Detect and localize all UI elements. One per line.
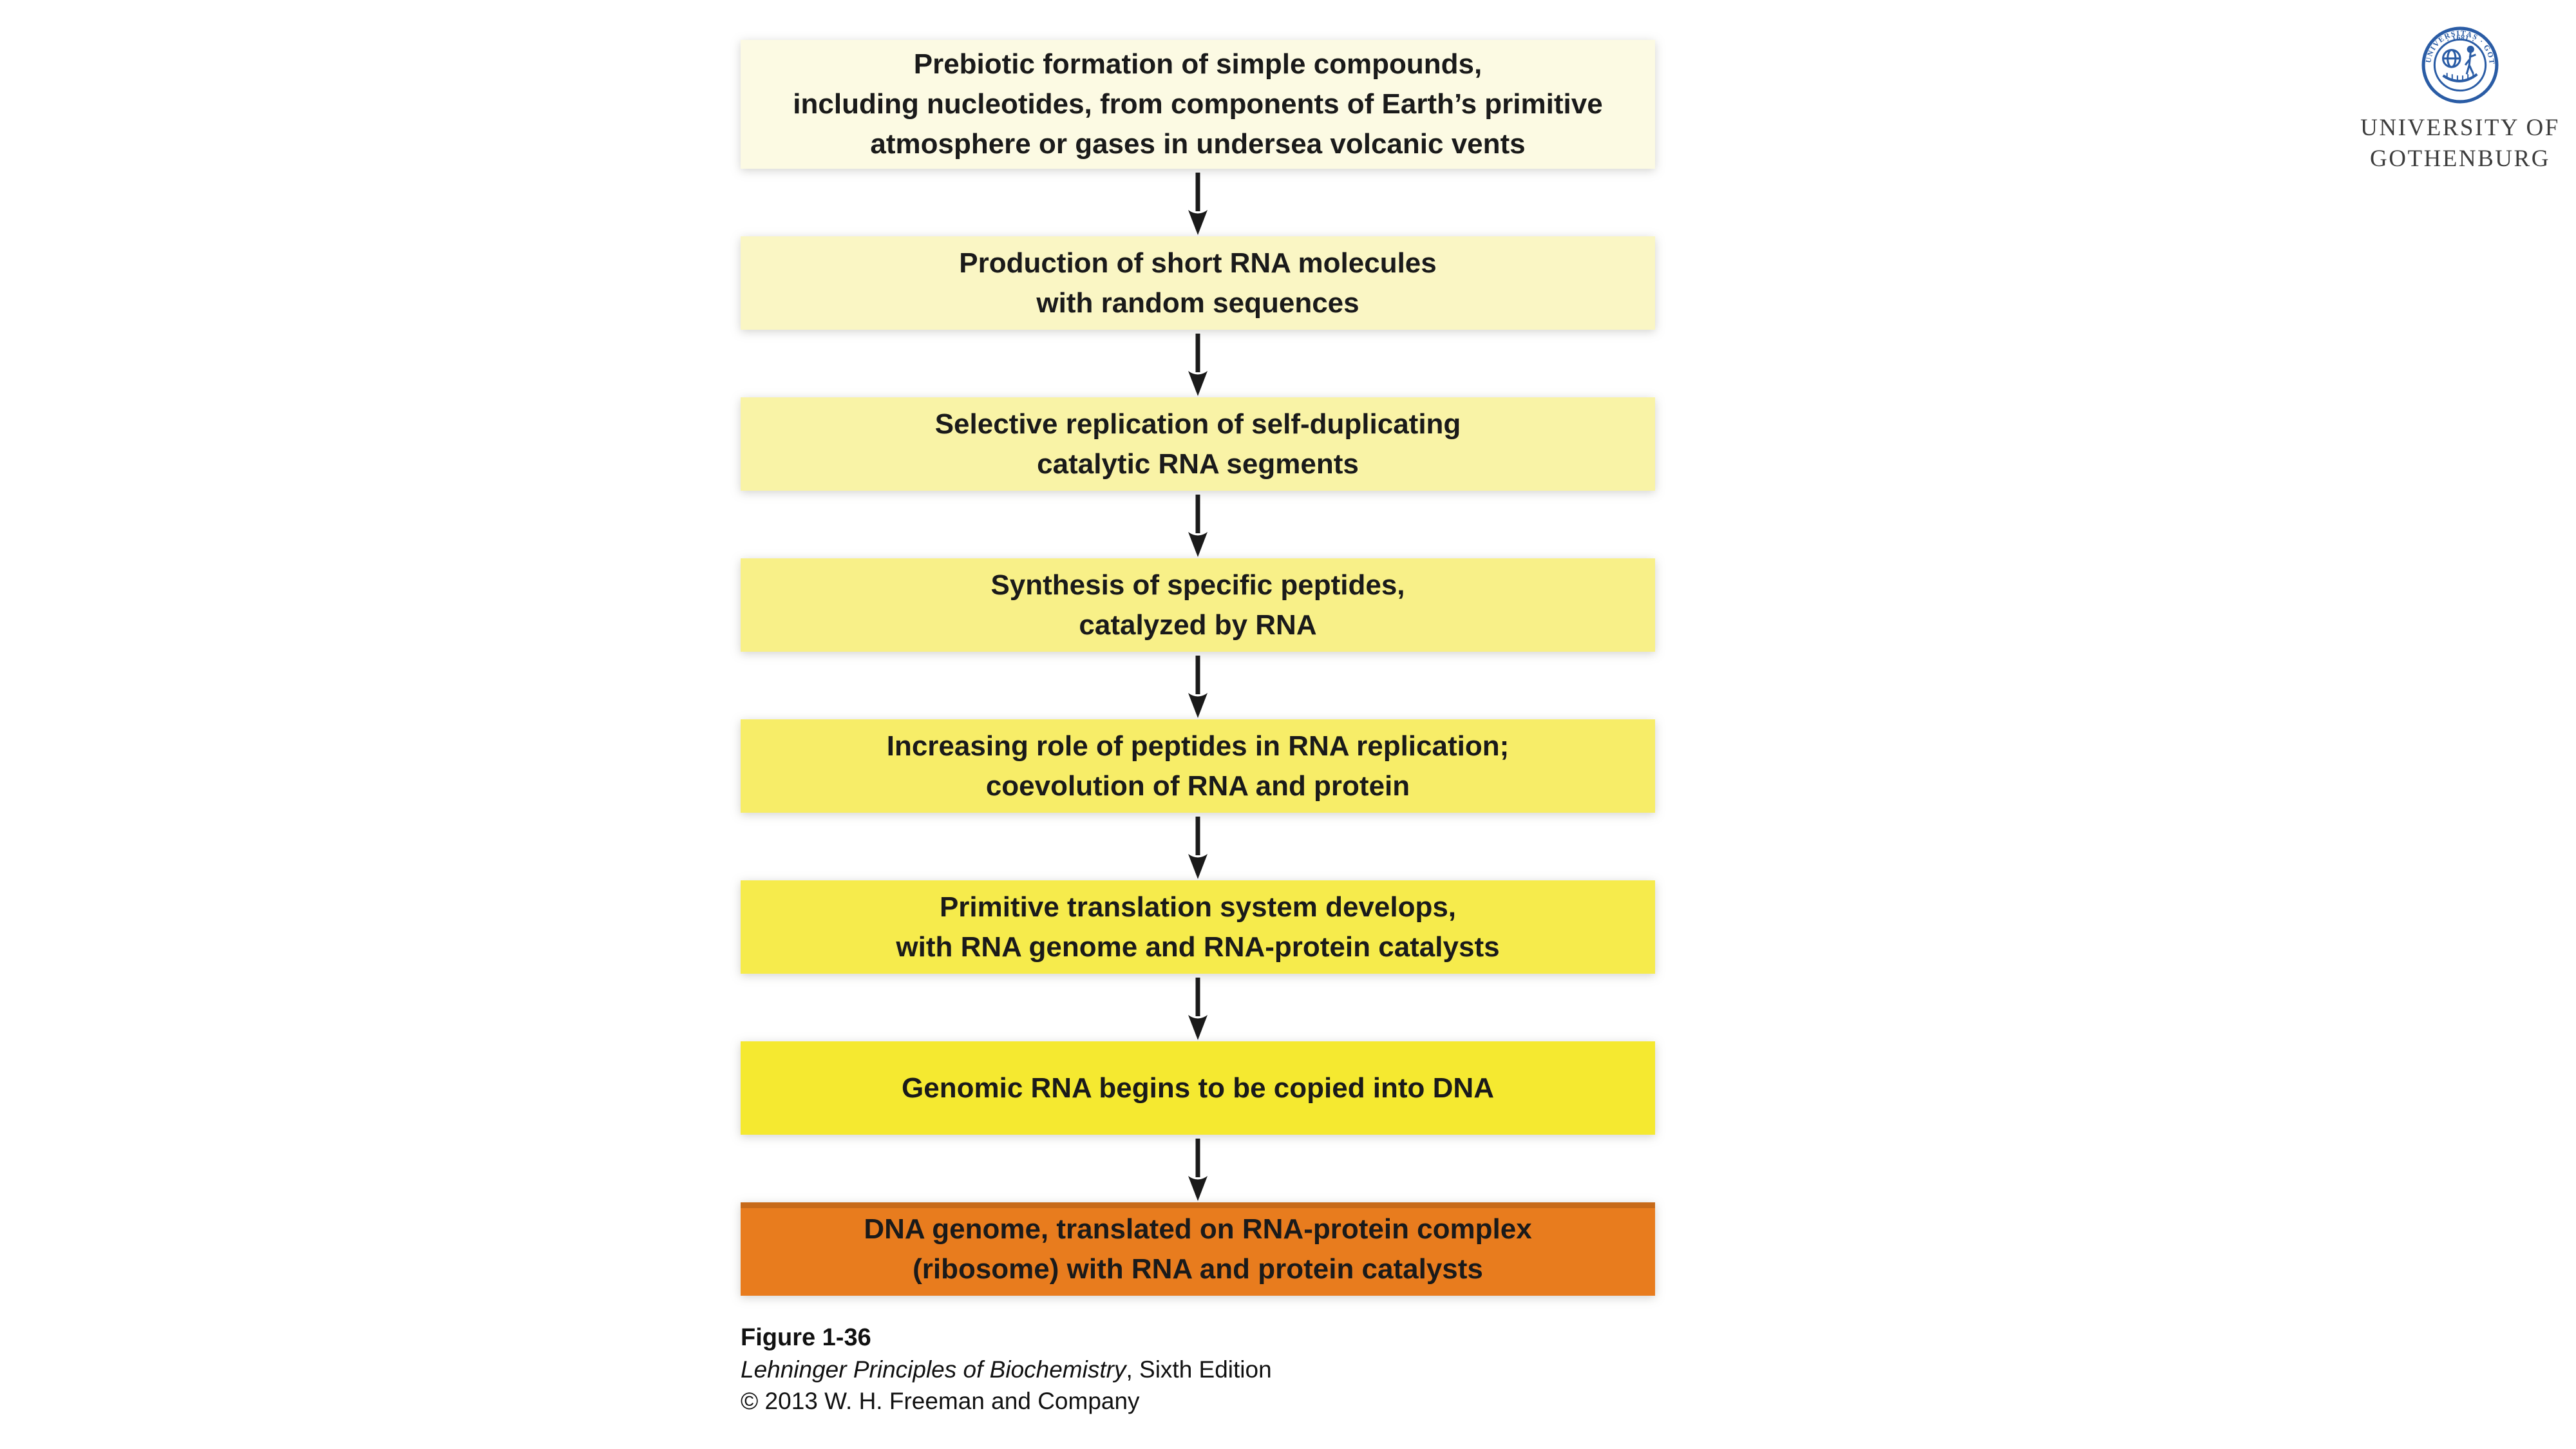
flow-step-4: Synthesis of specific peptides, catalyze… <box>741 558 1655 652</box>
down-arrow-icon <box>1188 334 1208 396</box>
flow-step-8: DNA genome, translated on RNA-protein co… <box>741 1202 1655 1296</box>
flowchart: Prebiotic formation of simple compounds,… <box>741 40 1655 1296</box>
seal-center-motif <box>2442 46 2478 82</box>
down-arrow-icon <box>1188 495 1208 557</box>
down-arrow-icon <box>1188 978 1208 1040</box>
flow-step-5-text: Increasing role of peptides in RNA repli… <box>886 730 1510 802</box>
flow-step-3-text: Selective replication of self-duplicatin… <box>934 408 1461 480</box>
figure-caption: Figure 1-36 Lehninger Principles of Bioc… <box>741 1321 1272 1417</box>
flow-step-2: Production of short RNA molecules with r… <box>741 236 1655 330</box>
seal-year-text: · 1891 · <box>2444 33 2475 44</box>
flow-step-6-text: Primitive translation system develops, w… <box>896 891 1500 963</box>
figure-number: Figure 1-36 <box>741 1324 871 1351</box>
university-of-gothenburg-seal-icon: UNIVERSITAS · GOTHOBURGENSIS · 1891 · <box>2418 19 2499 104</box>
university-name-line1: UNIVERSITY OF <box>2360 115 2560 141</box>
down-arrow-icon <box>1188 817 1208 879</box>
book-reference: Lehninger Principles of Biochemistry, Si… <box>741 1354 1272 1385</box>
book-edition: , Sixth Edition <box>1126 1356 1272 1383</box>
down-arrow-icon <box>1188 173 1208 235</box>
down-arrow-icon <box>1188 656 1208 718</box>
flow-step-7-text: Genomic RNA begins to be copied into DNA <box>902 1072 1494 1104</box>
book-title: Lehninger Principles of Biochemistry <box>741 1356 1126 1383</box>
flow-step-3: Selective replication of self-duplicatin… <box>741 397 1655 491</box>
flow-step-6: Primitive translation system develops, w… <box>741 880 1655 974</box>
flow-step-2-text: Production of short RNA molecules with r… <box>959 247 1437 319</box>
flow-step-7: Genomic RNA begins to be copied into DNA <box>741 1041 1655 1135</box>
svg-text:· 1891 ·: · 1891 · <box>2444 33 2476 44</box>
flow-step-1-text: Prebiotic formation of simple compounds,… <box>793 48 1603 160</box>
university-logo: UNIVERSITAS · GOTHOBURGENSIS · 1891 · UN… <box>2344 19 2576 175</box>
flow-step-1: Prebiotic formation of simple compounds,… <box>741 40 1655 169</box>
university-name-line2: GOTHENBURG <box>2370 146 2550 172</box>
down-arrow-icon <box>1188 1139 1208 1201</box>
flow-step-4-text: Synthesis of specific peptides, catalyze… <box>990 569 1405 641</box>
flow-step-8-text: DNA genome, translated on RNA-protein co… <box>864 1213 1532 1285</box>
copyright-line: © 2013 W. H. Freeman and Company <box>741 1388 1140 1414</box>
flow-step-5: Increasing role of peptides in RNA repli… <box>741 719 1655 813</box>
